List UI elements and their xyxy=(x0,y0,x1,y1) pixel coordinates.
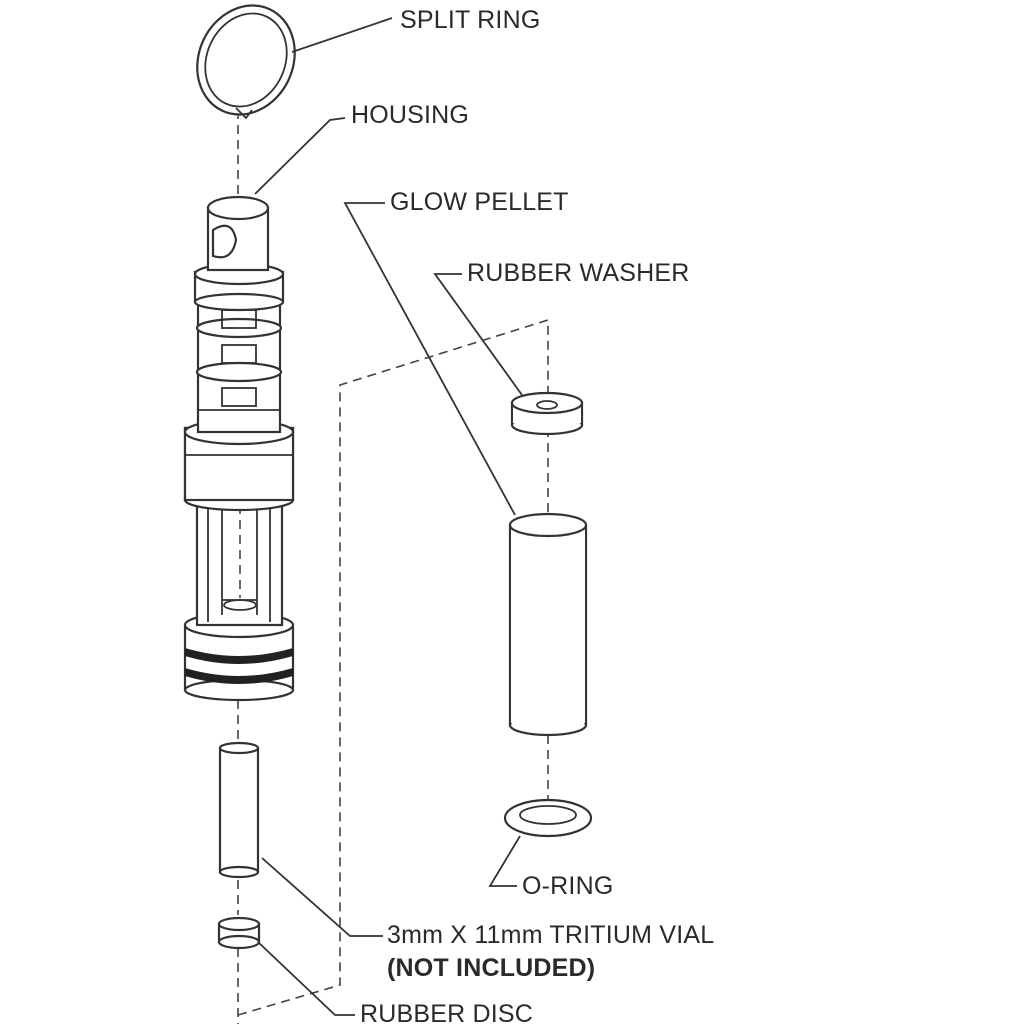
rubber-disc-label: RUBBER DISC xyxy=(360,1000,534,1024)
housing-label: HOUSING xyxy=(351,101,470,129)
glow-pellet-part xyxy=(508,512,588,737)
leader-lines xyxy=(254,17,523,1016)
split-ring-label: SPLIT RING xyxy=(400,6,541,34)
center-lines xyxy=(237,50,549,1024)
o-ring-label: O-RING xyxy=(522,872,614,900)
tritium-vial-part xyxy=(218,741,260,879)
o-ring-part xyxy=(503,798,593,838)
split-ring-part xyxy=(196,4,296,120)
rubber-washer-part xyxy=(510,391,584,436)
tritium-vial-label: 3mm X 11mm TRITIUM VIAL xyxy=(387,921,715,949)
housing-part xyxy=(183,195,295,702)
not-included-note: (NOT INCLUDED) xyxy=(387,954,596,982)
rubber-disc-part xyxy=(217,916,261,950)
rubber-washer-label: RUBBER WASHER xyxy=(467,259,690,287)
glow-pellet-label: GLOW PELLET xyxy=(390,188,569,216)
